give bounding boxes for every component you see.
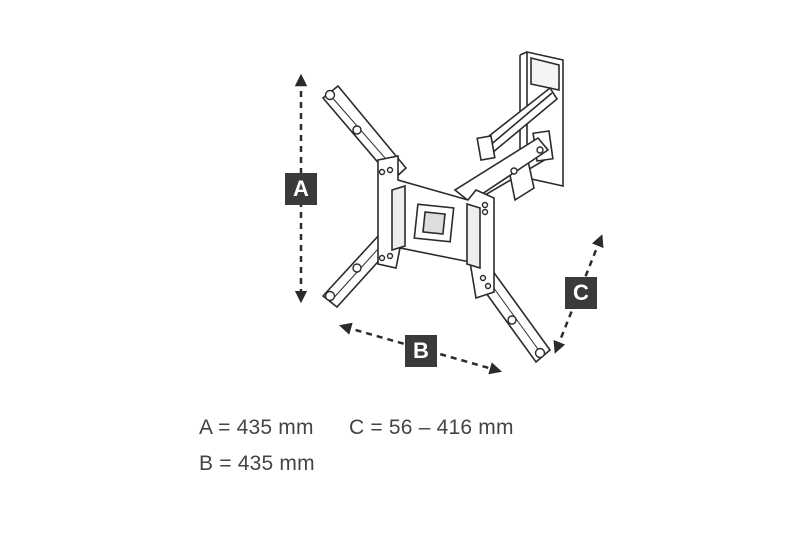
mounting-plate bbox=[377, 155, 495, 300]
dimension-label-b: B bbox=[405, 335, 437, 367]
spec-c-value: C = 56 – 416 mm bbox=[349, 416, 514, 439]
spec-b-value: B = 435 mm bbox=[199, 452, 315, 475]
dimension-label-c: C bbox=[565, 277, 597, 309]
mount-holes bbox=[324, 89, 546, 359]
dimension-label-a: A bbox=[285, 173, 317, 205]
spec-a-value: A = 435 mm bbox=[199, 416, 314, 439]
